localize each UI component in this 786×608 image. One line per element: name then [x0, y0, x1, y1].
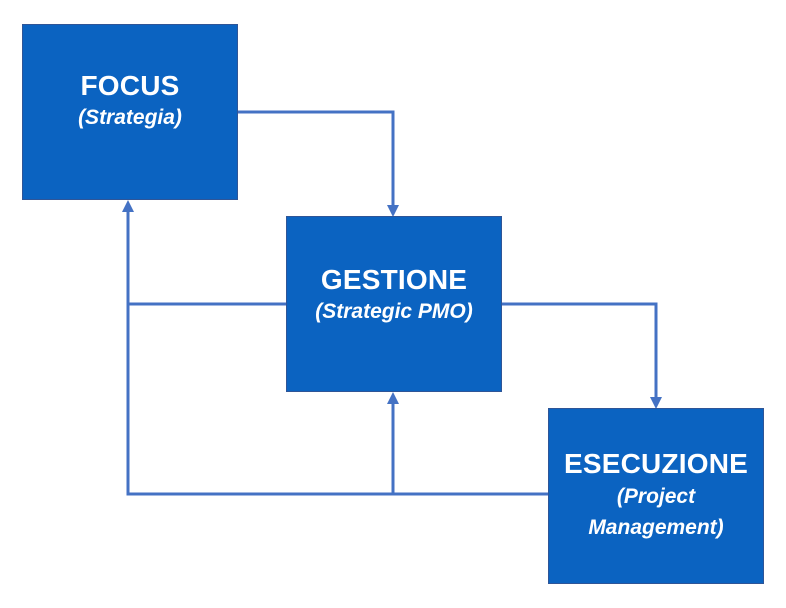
node-focus-title: FOCUS — [80, 70, 180, 101]
node-esecuzione-subtitle: (Project Management) — [588, 485, 724, 539]
edge-esecuzione-to-focus — [126, 304, 393, 496]
node-esecuzione: ESECUZIONE (Project Management) — [548, 408, 764, 584]
edge-focus-to-gestione — [238, 110, 399, 217]
edge-esecuzione-to-gestione — [387, 392, 548, 496]
node-focus: FOCUS (Strategia) — [22, 24, 238, 200]
node-focus-subtitle: (Strategia) — [78, 106, 182, 129]
node-gestione-title: GESTIONE — [320, 264, 468, 295]
node-gestione: GESTIONE (Strategic PMO) — [286, 216, 502, 392]
edge-gestione-to-focus — [122, 200, 286, 306]
node-gestione-subtitle: (Strategic PMO) — [315, 300, 473, 323]
edge-gestione-to-esecuzione — [502, 302, 662, 409]
node-esecuzione-title: ESECUZIONE — [563, 448, 749, 479]
